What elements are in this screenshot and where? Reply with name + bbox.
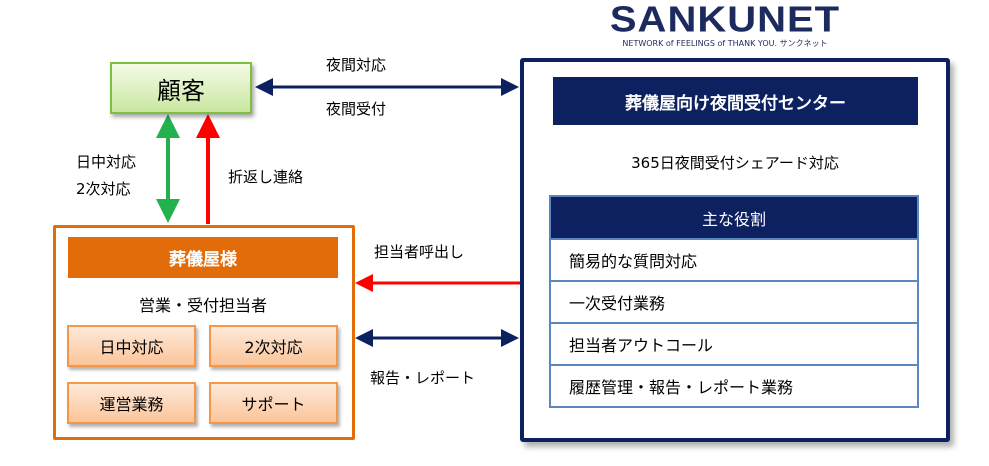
roles-table-header: 主な役割	[551, 197, 917, 240]
funeral-home-subtitle: 営業・受付担当者	[138, 296, 267, 315]
table-row: 簡易的な質問対応	[551, 240, 917, 282]
night-support-label: 夜間対応	[326, 56, 387, 74]
second-support-label: 2次対応	[76, 180, 131, 198]
day-support-label: 日中対応	[76, 153, 137, 171]
customer-box: 顧客	[110, 62, 252, 114]
night-center-subtitle: 365日夜間受付シェアード対応	[631, 154, 839, 172]
table-row: 担当者アウトコール	[551, 324, 917, 366]
roles-table: 主な役割 簡易的な質問対応 一次受付業務 担当者アウトコール 履歴管理・報告・レ…	[549, 195, 919, 408]
funeral-home-title: 葬儀屋様	[68, 237, 338, 278]
night-center-title: 葬儀屋向け夜間受付センター	[553, 77, 918, 125]
tile-operations: 運営業務	[67, 382, 196, 424]
callback-label: 折返し連絡	[228, 168, 304, 186]
report-label: 報告・レポート	[370, 369, 476, 387]
tile-second-support: 2次対応	[209, 325, 338, 367]
call-staff-label: 担当者呼出し	[374, 243, 465, 261]
tile-day-support: 日中対応	[67, 325, 196, 367]
night-reception-label: 夜間受付	[326, 100, 387, 118]
tile-support: サポート	[209, 382, 338, 424]
table-row: 履歴管理・報告・レポート業務	[569, 378, 794, 397]
sankunet-logo: SANKUNET NETWORK of FEELINGS of THANK YO…	[609, 0, 841, 48]
table-row: 一次受付業務	[551, 282, 917, 324]
